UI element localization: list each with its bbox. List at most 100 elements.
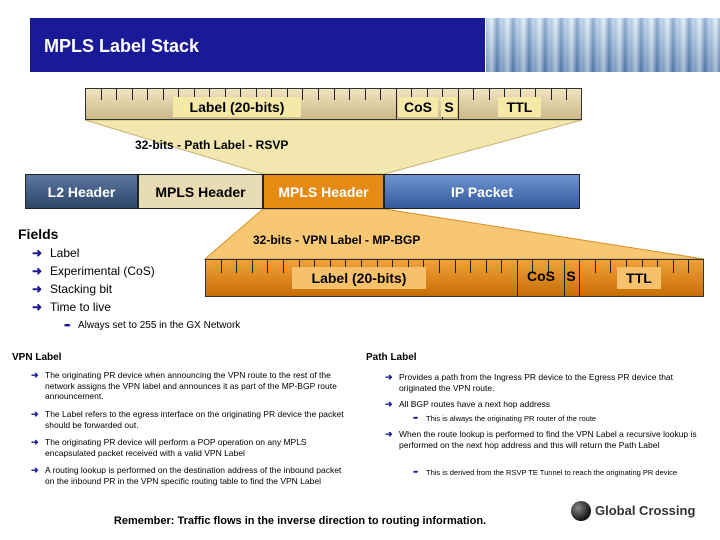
- bit-tick: [224, 89, 226, 100]
- field-item: ➜Time to live: [32, 300, 111, 314]
- field-item: ➜Experimental (CoS): [32, 264, 155, 278]
- arrow-right-icon: ➜: [31, 465, 39, 475]
- arrow-right-icon: ➜: [31, 409, 39, 419]
- bit-tick: [626, 260, 628, 273]
- bit-tick: [641, 260, 643, 273]
- bottom-connector: [203, 208, 705, 260]
- arrow-down-right-icon: ➨: [64, 320, 72, 330]
- path-cos-field: CoS: [404, 99, 432, 115]
- l2-header: L2 Header: [25, 174, 138, 209]
- field-item: ➜Stacking bit: [32, 282, 113, 296]
- arrow-right-icon: ➜: [32, 282, 43, 296]
- bit-tick: [563, 260, 565, 296]
- bit-tick: [550, 89, 552, 100]
- bit-tick: [426, 89, 428, 100]
- vpn-item: ➜A routing lookup is performed on the de…: [31, 465, 342, 486]
- bit-tick: [193, 89, 195, 100]
- bit-tick: [333, 89, 335, 100]
- bit-tick: [579, 260, 581, 296]
- bit-tick: [519, 89, 521, 100]
- bit-tick: [345, 260, 347, 273]
- ip-packet: IP Packet: [384, 174, 580, 209]
- bit-tick: [376, 260, 378, 273]
- bit-tick: [485, 260, 487, 273]
- bit-tick: [251, 260, 253, 273]
- bit-tick: [162, 89, 164, 100]
- path-subitem: ➨This is derived from the RSVP TE Tunnel…: [413, 468, 678, 477]
- bit-tick: [504, 89, 506, 100]
- bit-tick: [470, 260, 472, 273]
- mpls-header-path: MPLS Header: [138, 174, 263, 209]
- vpn-ttl-box: [617, 267, 661, 289]
- vpn-ttl-field: TTL: [626, 270, 652, 286]
- vpn-s-field: S: [566, 268, 576, 284]
- bit-tick: [535, 89, 537, 100]
- bit-tick: [457, 89, 459, 119]
- bit-tick: [566, 89, 568, 100]
- bit-tick: [255, 89, 257, 100]
- mpls-header-vpn: MPLS Header: [263, 174, 384, 209]
- header-photo: [486, 18, 720, 72]
- path-s-box: [441, 97, 457, 117]
- bit-tick: [488, 89, 490, 100]
- bit-tick: [364, 89, 366, 100]
- bit-tick: [411, 89, 413, 100]
- arrow-down-right-icon: ➨: [413, 469, 419, 476]
- arrow-right-icon: ➜: [385, 399, 393, 409]
- bit-tick: [147, 89, 149, 100]
- vpn-item: ➜The Label refers to the egress interfac…: [31, 409, 344, 430]
- bit-tick: [610, 260, 612, 273]
- path-subitem: ➨This is always the originating PR route…: [413, 414, 597, 423]
- bit-tick: [594, 260, 596, 273]
- vpn-label-caption: 32-bits - VPN Label - MP-BGP: [253, 233, 421, 247]
- vpn-item: ➜The originating PR device when announci…: [31, 370, 337, 401]
- bit-tick: [407, 260, 409, 273]
- bit-tick: [657, 260, 659, 273]
- path-label-title: Path Label: [366, 352, 417, 363]
- title-bar: [30, 18, 485, 72]
- globe-icon: [571, 501, 591, 521]
- bit-tick: [240, 89, 242, 100]
- bit-tick: [220, 260, 222, 273]
- page-title: MPLS Label Stack: [44, 36, 200, 56]
- bit-tick: [178, 89, 180, 100]
- bit-tick: [131, 89, 133, 100]
- arrow-down-right-icon: ➨: [413, 415, 419, 422]
- bit-tick: [423, 260, 425, 273]
- bit-tick: [236, 260, 238, 273]
- bit-tick: [392, 260, 394, 273]
- arrow-right-icon: ➜: [32, 246, 43, 260]
- footer-note: Remember: Traffic flows in the inverse d…: [113, 515, 487, 527]
- logo: Global Crossing: [595, 503, 696, 518]
- field-subitem: ➨Always set to 255 in the GX Network: [64, 320, 241, 331]
- vpn-label-title: VPN Label: [12, 352, 62, 363]
- bit-tick: [298, 260, 300, 273]
- vpn-label-field-box: [292, 267, 426, 289]
- path-cos-box: [398, 97, 438, 117]
- bit-tick: [672, 260, 674, 273]
- path-label-caption: 32-bits - Path Label - RSVP: [135, 138, 289, 152]
- path-item: ➜All BGP routes have a next hop address: [385, 399, 551, 409]
- bit-tick: [548, 260, 550, 273]
- bit-tick: [454, 260, 456, 273]
- bit-tick: [516, 260, 518, 296]
- bit-tick: [116, 89, 118, 100]
- arrow-right-icon: ➜: [32, 264, 43, 278]
- arrow-right-icon: ➜: [385, 372, 393, 382]
- bit-tick: [209, 89, 211, 100]
- bit-tick: [302, 89, 304, 100]
- arrow-right-icon: ➜: [31, 370, 39, 380]
- bit-tick: [360, 260, 362, 273]
- bit-tick: [395, 89, 397, 119]
- path-label-field: Label (20-bits): [189, 99, 285, 115]
- field-item: ➜Label: [32, 246, 80, 260]
- arrow-right-icon: ➜: [32, 300, 43, 314]
- path-ttl-box: [498, 97, 541, 117]
- bit-tick: [317, 89, 319, 100]
- bit-tick: [100, 89, 102, 100]
- bit-tick: [688, 260, 690, 273]
- path-item: ➜When the route lookup is performed to f…: [385, 429, 697, 450]
- bit-tick: [286, 89, 288, 100]
- bit-tick: [314, 260, 316, 273]
